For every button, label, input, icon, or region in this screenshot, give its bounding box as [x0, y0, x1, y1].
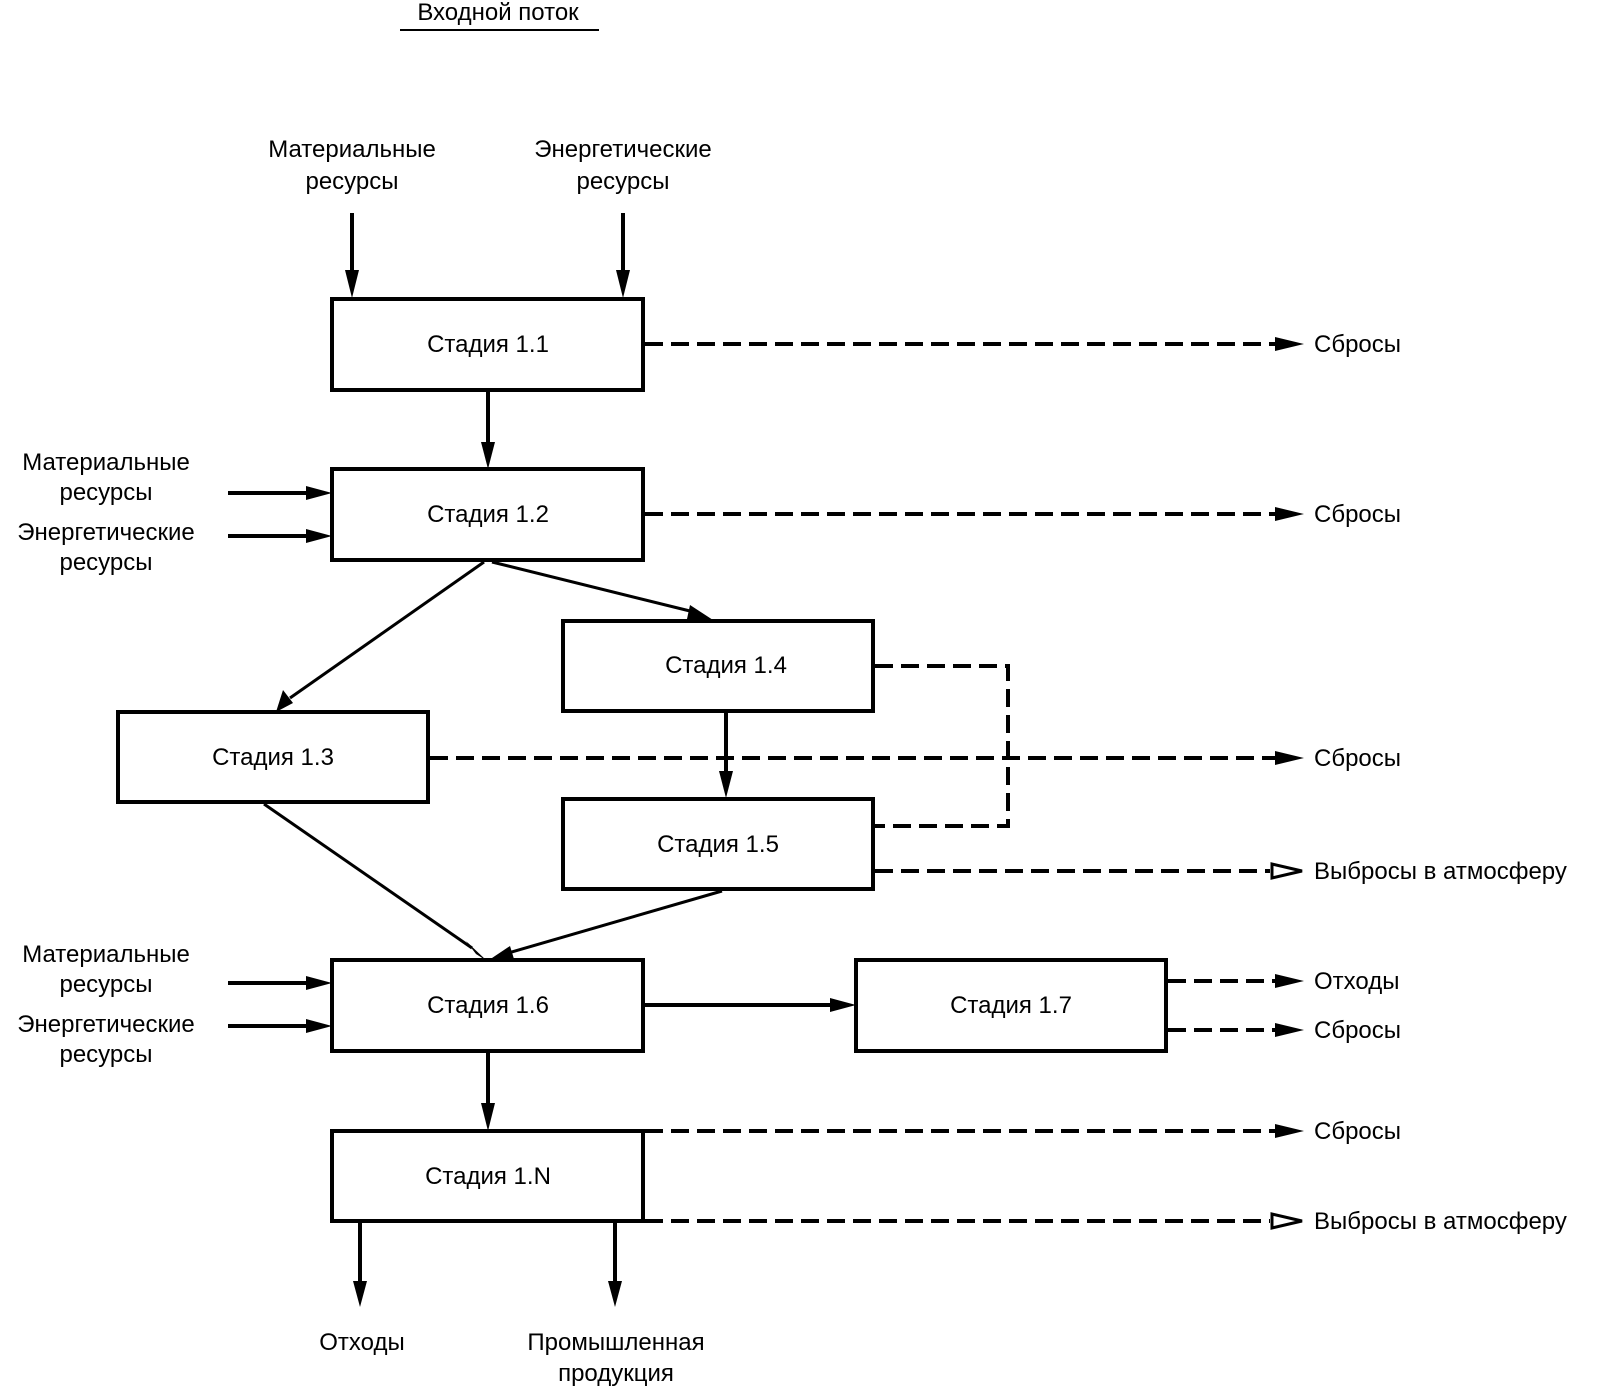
- energy-label-1: Энергетические: [17, 1011, 194, 1038]
- arrow-head-icon: [306, 1019, 332, 1033]
- top-energy-label-2: ресурсы: [576, 168, 669, 195]
- top-energy-label-1: Энергетические: [534, 136, 711, 163]
- arrow-head-icon: [345, 270, 359, 298]
- stage-1-3-discharge: Сбросы: [430, 745, 1401, 772]
- material-label-1: Материальные: [22, 941, 190, 968]
- arrow-head-icon: [1275, 337, 1304, 351]
- top-material-label-2: ресурсы: [305, 168, 398, 195]
- stage-1-5: Стадия 1.5: [561, 797, 875, 891]
- stage-1-5-label: Стадия 1.5: [657, 831, 779, 858]
- emissions-label: Выбросы в атмосферу: [1314, 858, 1567, 885]
- arrow-head-icon: [306, 486, 332, 500]
- top-material-label-1: Материальные: [268, 136, 436, 163]
- arrow-head-icon: [687, 605, 713, 620]
- material-label-1: Материальные: [22, 449, 190, 476]
- arrow-head-icon: [1275, 1124, 1304, 1138]
- stage-1-1-discharge: Сбросы: [645, 331, 1401, 358]
- emissions-label: Выбросы в атмосферу: [1314, 1208, 1567, 1235]
- energy-label-1: Энергетические: [17, 519, 194, 546]
- arrow-head-icon: [481, 1103, 495, 1131]
- discharge-label: Сбросы: [1314, 1017, 1401, 1044]
- stage-1-n-discharge: Сбросы: [645, 1118, 1401, 1145]
- waste-label: Отходы: [319, 1329, 404, 1356]
- arrow-head-icon: [616, 270, 630, 298]
- stage-1-7: Стадия 1.7: [854, 958, 1168, 1053]
- arrow-head-icon: [1275, 507, 1304, 521]
- arrow-head-icon: [306, 976, 332, 990]
- discharge-label: Сбросы: [1314, 331, 1401, 358]
- arrow-head-icon: [1275, 1023, 1304, 1037]
- stage-1-n-waste-output: Отходы: [319, 1223, 405, 1356]
- discharge-label: Сбросы: [1314, 501, 1401, 528]
- stage-1-n-label: Стадия 1.N: [425, 1163, 551, 1190]
- stage-1-2: Стадия 1.2: [330, 467, 645, 562]
- top-material-input: Материальные ресурсы: [268, 136, 436, 298]
- product-label-1: Промышленная: [527, 1329, 704, 1356]
- stage-1-4-1-5-discharge-connector: [875, 664, 1010, 828]
- hollow-arrow-head-icon: [1270, 1212, 1303, 1230]
- stage-1-2-label: Стадия 1.2: [427, 501, 549, 528]
- arrow-head-icon: [353, 1281, 367, 1307]
- stage-1-7-waste: Отходы: [1168, 968, 1399, 995]
- material-label-2: ресурсы: [59, 971, 152, 998]
- stage-1-n: Стадия 1.N: [330, 1129, 645, 1223]
- stage-1-6-label: Стадия 1.6: [427, 992, 549, 1019]
- arrow-head-icon: [276, 690, 293, 712]
- stage-1-2-discharge: Сбросы: [645, 501, 1401, 528]
- stage-1-4: Стадия 1.4: [561, 619, 875, 713]
- stage-1-6-inputs: Материальные ресурсы Энергетические ресу…: [17, 941, 332, 1068]
- stage-1-7-label: Стадия 1.7: [950, 992, 1072, 1019]
- stage-1-4-label: Стадия 1.4: [665, 652, 787, 679]
- arrow-head-icon: [719, 771, 733, 798]
- diagram-title: Входной поток: [417, 0, 579, 26]
- material-label-2: ресурсы: [59, 479, 152, 506]
- stage-1-3: Стадия 1.3: [116, 710, 430, 804]
- arrow-head-icon: [481, 442, 495, 469]
- arrow-head-icon: [1275, 751, 1304, 765]
- stage-1-2-inputs: Материальные ресурсы Энергетические ресу…: [17, 449, 332, 576]
- arrow-head-icon: [306, 529, 332, 543]
- hollow-arrow-head-icon: [1270, 862, 1303, 880]
- stage-1-5-emissions: Выбросы в атмосферу: [875, 858, 1567, 885]
- stage-1-3-label: Стадия 1.3: [212, 744, 334, 771]
- stage-1-1-label: Стадия 1.1: [427, 331, 549, 358]
- stage-1-7-discharge: Сбросы: [1168, 1017, 1401, 1044]
- energy-label-2: ресурсы: [59, 1041, 152, 1068]
- arrow-head-icon: [466, 941, 487, 961]
- energy-label-2: ресурсы: [59, 549, 152, 576]
- discharge-label: Сбросы: [1314, 745, 1401, 772]
- arrow-head-icon: [830, 998, 856, 1012]
- discharge-label: Сбросы: [1314, 1118, 1401, 1145]
- stage-1-n-product-output: Промышленная продукция: [527, 1223, 705, 1387]
- stage-1-6: Стадия 1.6: [330, 958, 645, 1053]
- arrow-head-icon: [489, 946, 514, 960]
- top-energy-input: Энергетические ресурсы: [534, 136, 712, 298]
- product-label-2: продукция: [558, 1360, 674, 1387]
- arrow-head-icon: [608, 1281, 622, 1307]
- stage-1-n-emissions: Выбросы в атмосферу: [645, 1208, 1567, 1235]
- arrow-head-icon: [1275, 974, 1304, 988]
- waste-label: Отходы: [1314, 968, 1399, 995]
- stage-1-1: Стадия 1.1: [330, 297, 645, 392]
